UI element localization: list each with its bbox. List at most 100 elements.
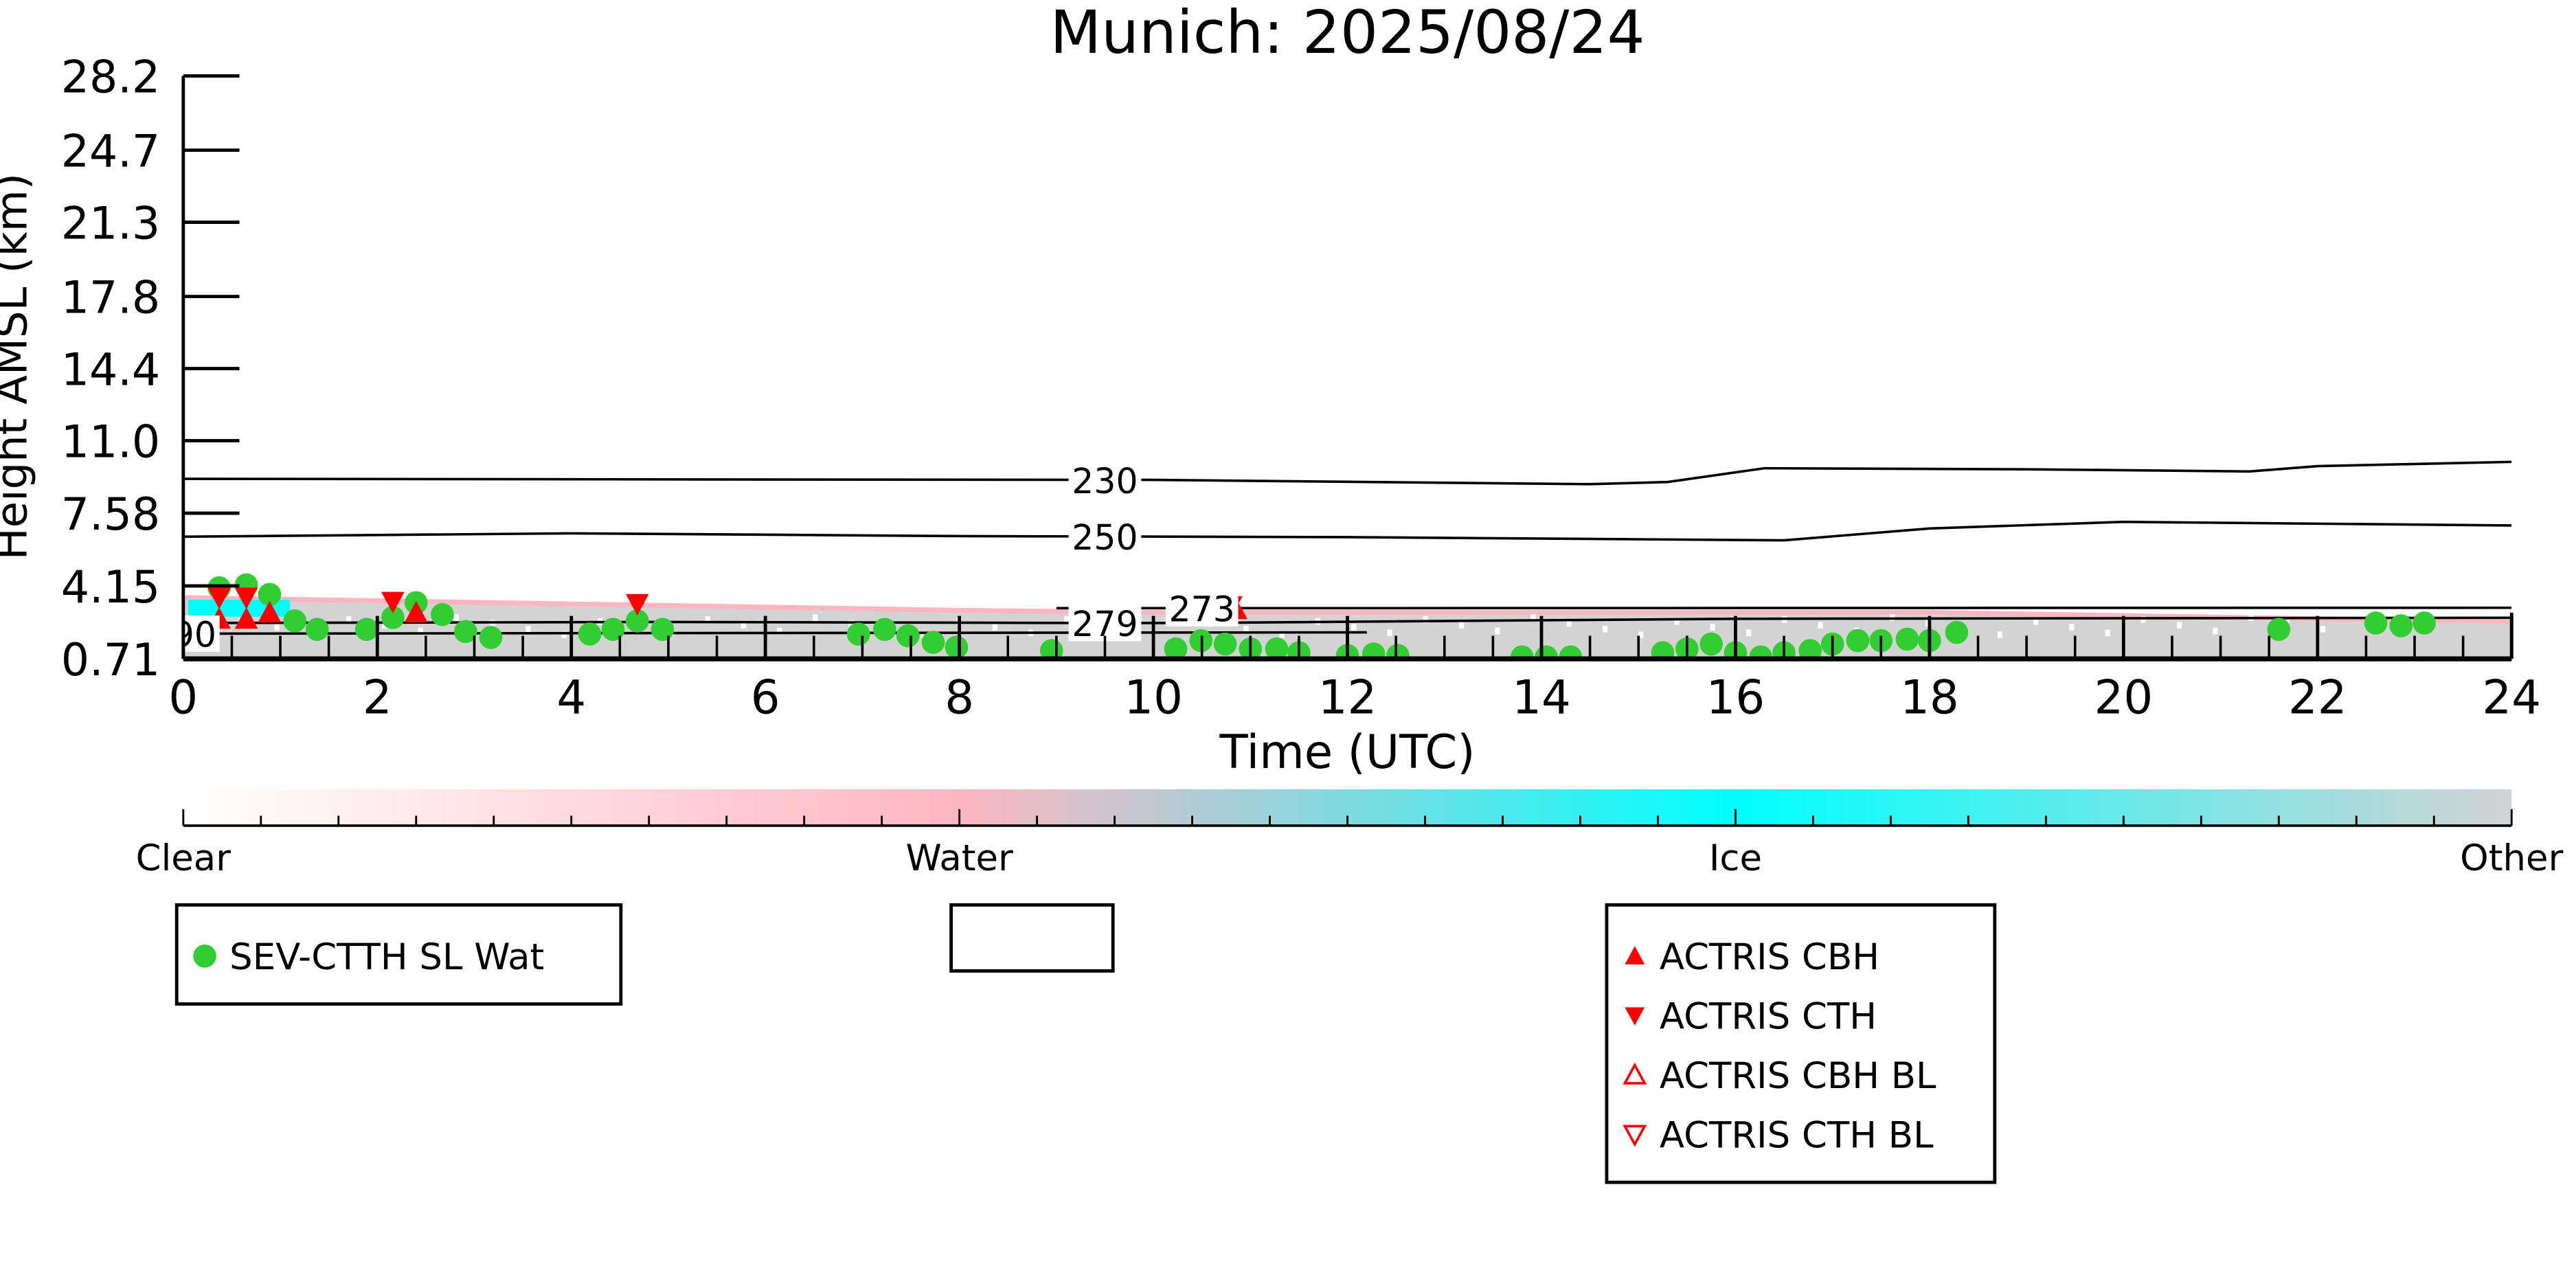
data-point-circle	[1362, 642, 1386, 659]
x-tick-label: 10	[1124, 670, 1183, 724]
clear-gap	[526, 625, 531, 633]
y-tick-label: 7.58	[61, 489, 160, 541]
contour-label-bg	[1165, 589, 1239, 626]
data-point-circle	[601, 618, 625, 642]
clear-gap	[1818, 622, 1823, 629]
data-point-circle	[1265, 637, 1289, 659]
x-tick-label: 8	[945, 670, 974, 724]
legend-triangle-down-icon	[1623, 1125, 1647, 1147]
contour-label: 290	[150, 615, 216, 655]
clear-gap	[1745, 629, 1752, 637]
clear-gap	[418, 627, 423, 635]
x-tick-label: 14	[1512, 670, 1571, 724]
legend-label: ACTRIS CTH BL	[1660, 1115, 1934, 1157]
contour-label-bg	[1068, 462, 1142, 498]
x-tick-label: 12	[1318, 670, 1377, 724]
contour-label: 230	[1072, 461, 1138, 501]
data-point-triangle-down	[381, 591, 405, 613]
clear-gap	[1674, 618, 1680, 625]
clear-gap	[1064, 616, 1070, 623]
legend-box	[174, 903, 623, 1006]
clear-gap	[1566, 620, 1572, 627]
clear-gap	[2213, 627, 2218, 635]
contour-230	[183, 460, 2512, 486]
clear-gap	[813, 614, 818, 621]
data-point-circle	[431, 602, 454, 626]
x-tick-label: 4	[556, 670, 586, 724]
data-point-circle	[1895, 627, 1919, 651]
contour-label-bg	[1068, 605, 1142, 642]
x-tick-label: 0	[168, 670, 198, 724]
data-point-circle	[625, 609, 649, 633]
colorbar-label-ice: Ice	[1709, 837, 1762, 879]
contour-label-bg	[183, 615, 220, 652]
legend-circle-icon	[193, 945, 216, 968]
clear-gap	[1387, 629, 1392, 637]
y-tick-label: 17.8	[61, 273, 160, 324]
clear-gap	[920, 631, 926, 638]
data-point-circle	[2389, 614, 2413, 637]
clear-gap	[1710, 624, 1715, 631]
contour-279	[183, 616, 2512, 624]
data-point-circle	[354, 618, 379, 642]
clear-gap	[2320, 625, 2326, 633]
clear-gap	[1602, 625, 1608, 633]
data-point-circle	[1749, 645, 1772, 659]
clear-gap	[346, 616, 352, 623]
x-tick-label: 2	[363, 670, 392, 724]
colorbar-label-other: Other	[2460, 837, 2563, 879]
x-tick-label: 20	[2094, 670, 2154, 724]
y-tick-label: 0.71	[61, 635, 160, 686]
data-point-circle	[896, 624, 920, 648]
y-tick-label: 4.15	[61, 562, 160, 613]
x-tick-label: 22	[2288, 670, 2347, 724]
data-point-circle	[846, 622, 870, 646]
colorbar-label-clear: Clear	[136, 837, 231, 879]
clear-gap	[274, 624, 280, 631]
y-tick-label: 28.2	[61, 52, 160, 104]
clear-gap	[1495, 627, 1500, 635]
data-point-circle	[1559, 645, 1583, 659]
data-point-circle	[1846, 629, 1870, 653]
data-point-circle	[1945, 620, 1969, 644]
data-point-circle	[1699, 632, 1723, 656]
x-tick-label: 18	[1900, 670, 1959, 724]
data-point-triangle-up	[234, 607, 258, 629]
contour-250	[183, 520, 2512, 542]
clear-gap	[705, 616, 710, 623]
legend-label: ACTRIS CBH BL	[1660, 1055, 1936, 1097]
legend-box	[949, 903, 1115, 973]
clear-gap	[992, 624, 997, 631]
clear-gap	[1638, 631, 1644, 638]
data-point-circle	[1386, 644, 1410, 659]
data-point-circle	[2364, 611, 2388, 635]
contour-label: 250	[1072, 517, 1138, 558]
legend-box	[1605, 903, 1997, 1184]
data-point-circle	[258, 583, 282, 607]
clear-gap	[453, 614, 460, 621]
contour-label-bg	[1068, 518, 1142, 555]
data-point-triangle-down	[234, 587, 258, 609]
data-point-circle	[651, 618, 675, 642]
data-point-circle	[921, 631, 945, 654]
data-point-circle	[305, 618, 329, 642]
x-tick-label: 16	[1706, 670, 1765, 724]
clear-gap	[2140, 616, 2146, 623]
data-point-triangle-down	[625, 594, 649, 616]
data-point-circle	[873, 618, 896, 642]
data-point-circle	[578, 622, 602, 646]
y-tick-label: 24.7	[61, 126, 160, 178]
chart-title: Munich: 2025/08/24	[1050, 0, 1645, 67]
x-tick-label: 24	[2482, 670, 2541, 724]
data-point-triangle-up	[258, 600, 282, 622]
data-point-circle	[2413, 611, 2436, 635]
legend-triangle-down-icon	[1625, 1007, 1645, 1026]
legend-label: ACTRIS CBH	[1660, 936, 1879, 978]
data-point-triangle-up	[404, 600, 428, 622]
x-axis-label: Time (UTC)	[1219, 725, 1476, 779]
data-point-circle	[1651, 641, 1675, 659]
clear-gap	[777, 627, 782, 635]
